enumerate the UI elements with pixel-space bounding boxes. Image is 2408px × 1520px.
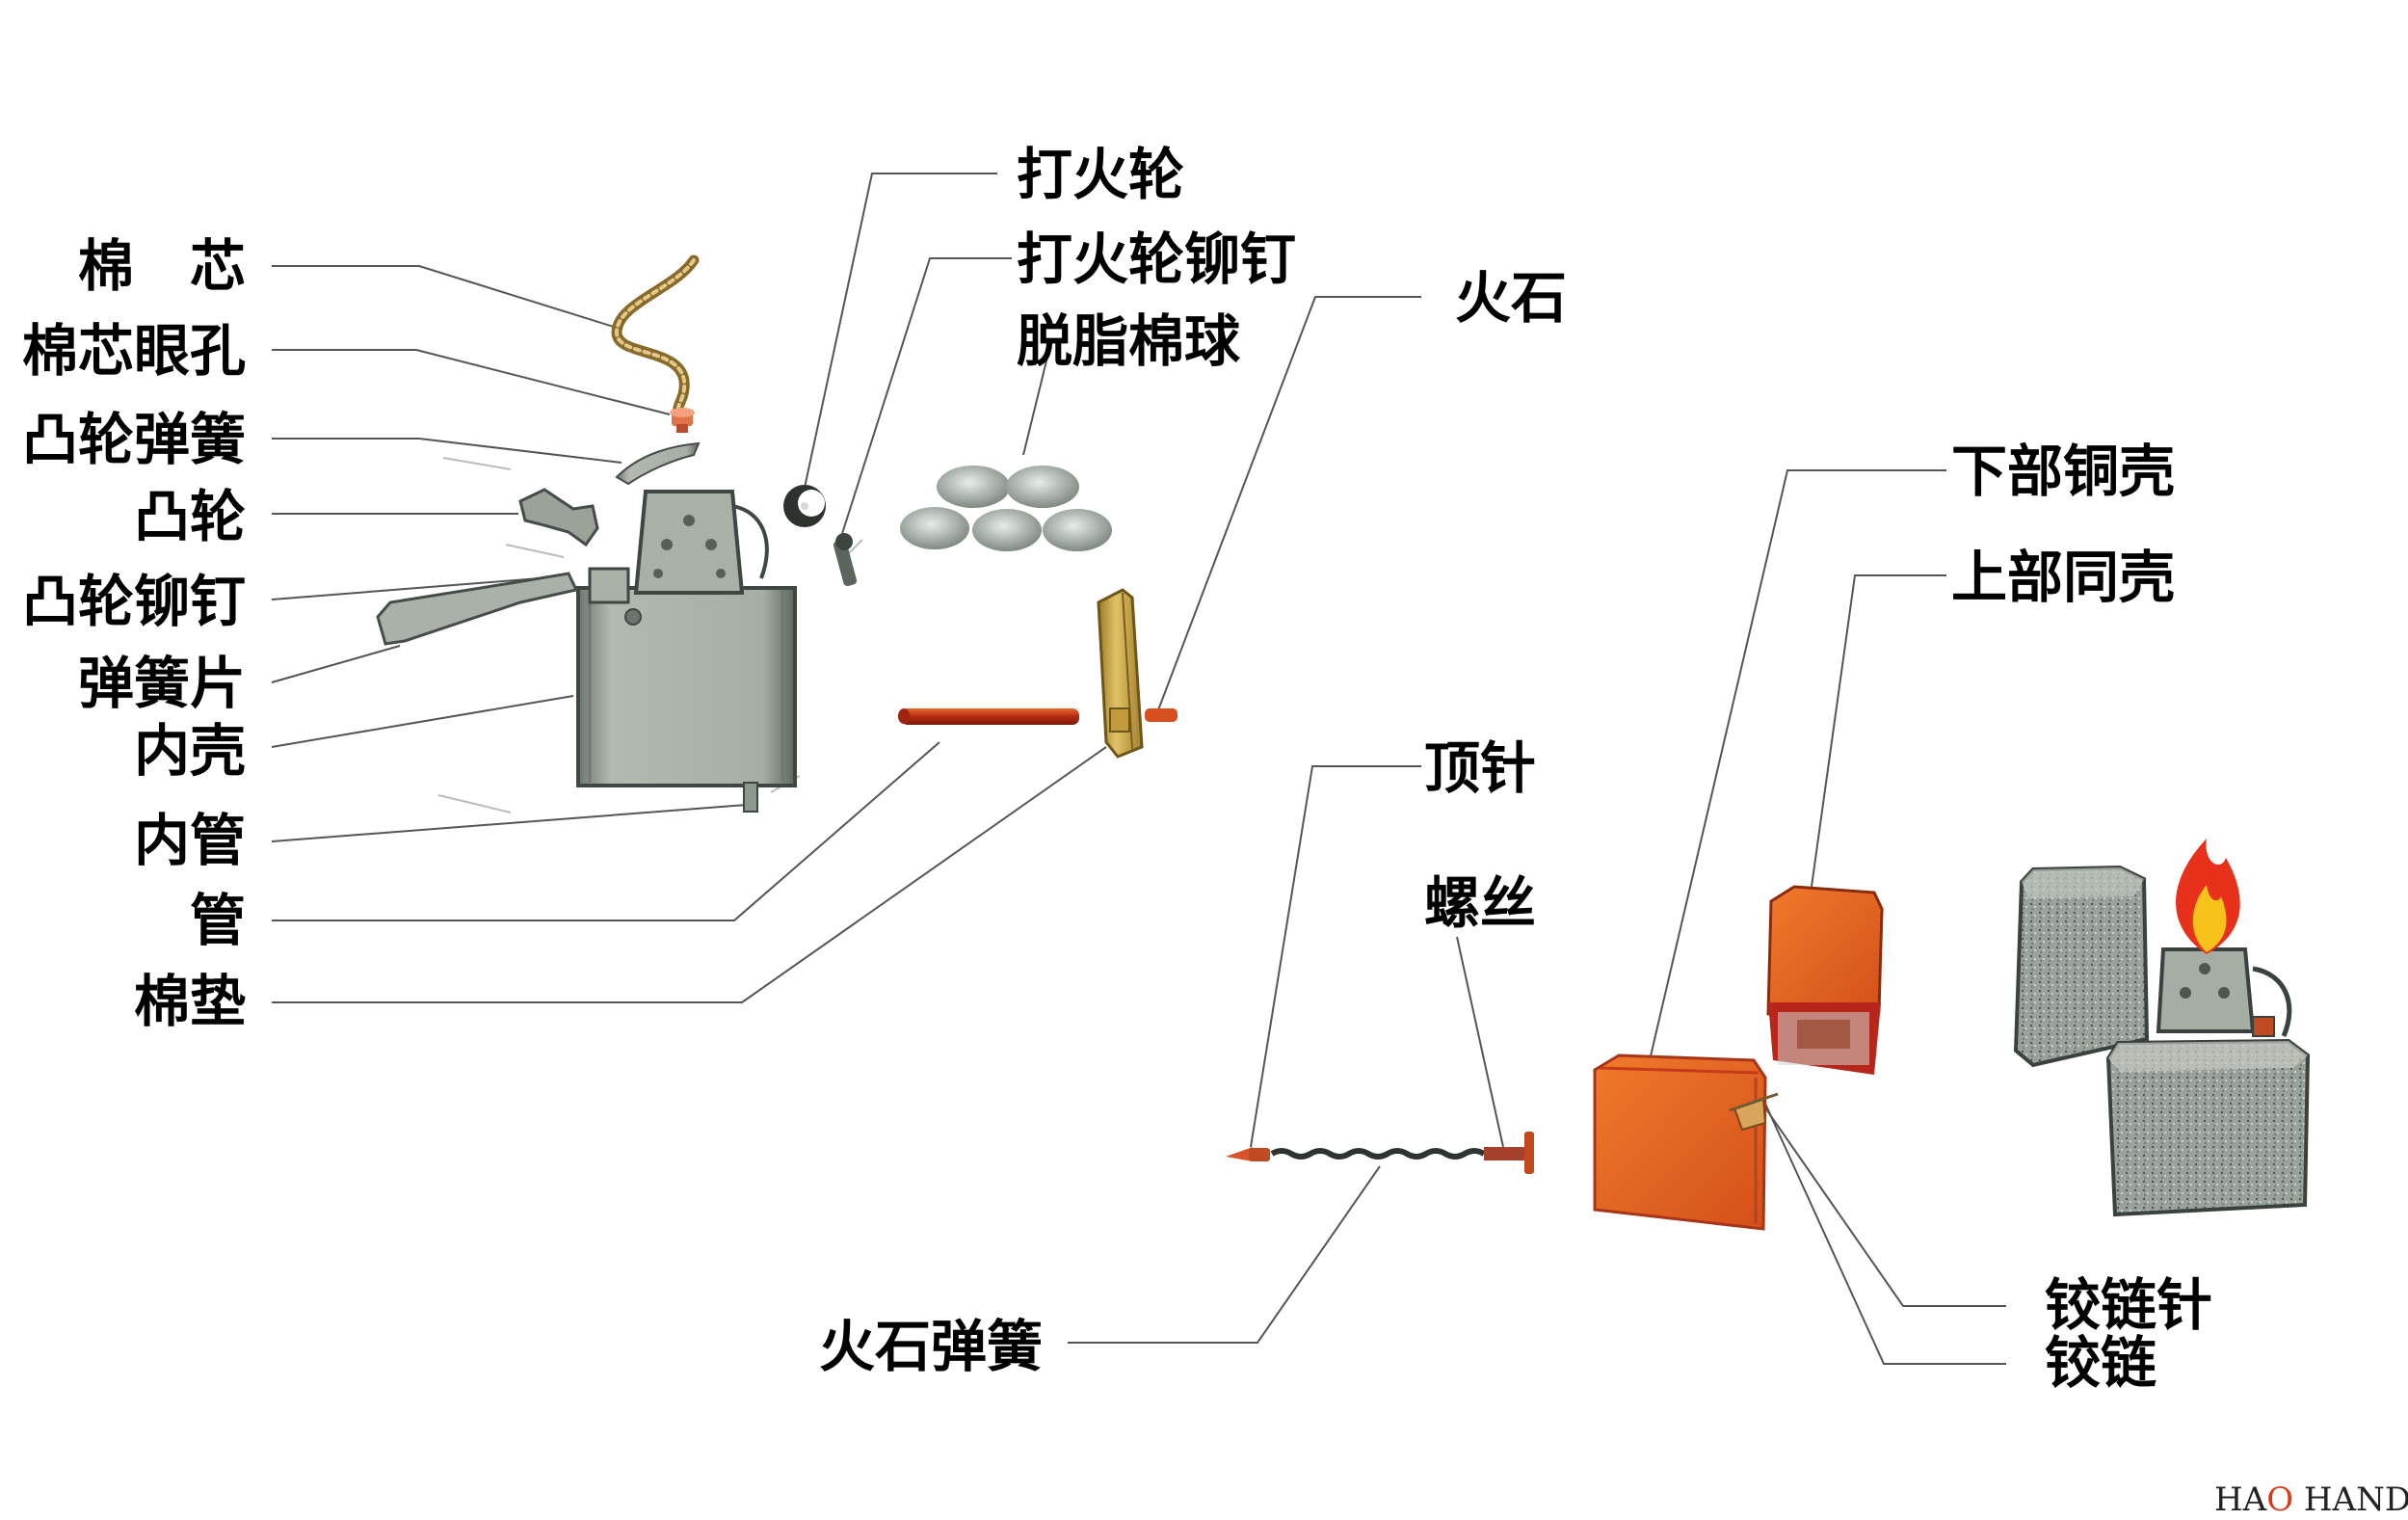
label-push-pin: 顶针 (1424, 735, 1537, 801)
label-cam-spring: 凸轮弹簧 (21, 407, 246, 472)
leader-top-shell (1811, 574, 1946, 888)
label-flint-wheel: 打火轮 (1017, 142, 1185, 207)
flint-wheel-rivet-part (833, 533, 858, 587)
label-flint-wheel-rivet: 打火轮铆钉 (1017, 227, 1297, 292)
logo-text-left: HA (2214, 1480, 2267, 1519)
label-spring-plate: 弹簧片 (77, 651, 246, 716)
leader-spring-plate (271, 645, 401, 683)
cam-part (518, 488, 599, 547)
push-pin-part (1226, 1147, 1270, 1161)
label-hinge: 铰链 (2045, 1330, 2157, 1396)
cotton-balls-part (900, 466, 1112, 551)
assembled-lighter (2013, 839, 2311, 1217)
leader-flint-wheel (801, 173, 997, 502)
label-cam-rivet: 凸轮铆钉 (21, 569, 246, 634)
label-inner-case: 内壳 (133, 718, 246, 784)
top-shell-part (1766, 885, 1884, 1075)
label-cam: 凸轮 (133, 484, 246, 549)
leader-inner-case (271, 695, 574, 748)
leader-bottom-shell (1649, 469, 1946, 1061)
flint-spring-part (1270, 1148, 1486, 1160)
label-cotton-balls: 脱脂棉球 (1017, 308, 1241, 374)
label-felt-pad: 棉垫 (133, 969, 246, 1034)
leader-inner-tube (271, 804, 748, 842)
inner-case-part (576, 490, 797, 787)
screw-part (1484, 1132, 1534, 1174)
label-bottom-shell: 下部铜壳 (1951, 439, 2176, 504)
leader-hinge-pin (1748, 1083, 2006, 1307)
cam-spring-part (615, 441, 701, 486)
brand-logo: HAO HAND (2214, 1480, 2408, 1519)
leader-screw (1456, 936, 1504, 1148)
leader-cam-spring (272, 438, 622, 464)
label-screw: 螺丝 (1424, 870, 1537, 936)
label-flint-spring: 火石弹簧 (819, 1314, 1044, 1379)
wick-eyelet-part (670, 408, 695, 433)
leader-wick-eyelet (272, 349, 671, 415)
label-wick-eyelet: 棉芯眼孔 (21, 318, 246, 384)
label-top-shell: 上部同壳 (1951, 545, 2176, 610)
label-flint: 火石 (1455, 265, 1568, 331)
logo-text-right: HAND (2303, 1480, 2408, 1519)
felt-pad-part (1097, 588, 1144, 759)
label-wick: 棉 芯 (77, 233, 246, 299)
leader-cam-rivet (271, 577, 541, 600)
leader-hinge (1764, 1103, 2006, 1365)
label-tube: 管 (189, 888, 246, 953)
bottom-shell-part (1593, 1053, 1767, 1231)
leader-flint-spring (1068, 1165, 1381, 1344)
leader-wick (272, 265, 618, 329)
label-inner-tube: 内管 (133, 808, 246, 873)
tube-part (898, 708, 1079, 725)
inner-tube-part (743, 782, 758, 813)
logo-flame-letter: O (2266, 1480, 2294, 1519)
leader-flint (1155, 296, 1421, 716)
label-hinge-pin: 铰链针 (2045, 1272, 2213, 1338)
flint-wheel-part (783, 485, 826, 527)
leader-lines (271, 173, 2006, 1365)
leader-cotton-balls (1022, 344, 1051, 456)
leader-flint-wheel-rivet (839, 257, 1012, 541)
hinge-part (1729, 1092, 1779, 1132)
leader-felt-pad (272, 746, 1107, 1003)
leader-tube (272, 741, 940, 921)
leader-push-pin (1250, 765, 1421, 1148)
flint-part (1145, 708, 1178, 722)
